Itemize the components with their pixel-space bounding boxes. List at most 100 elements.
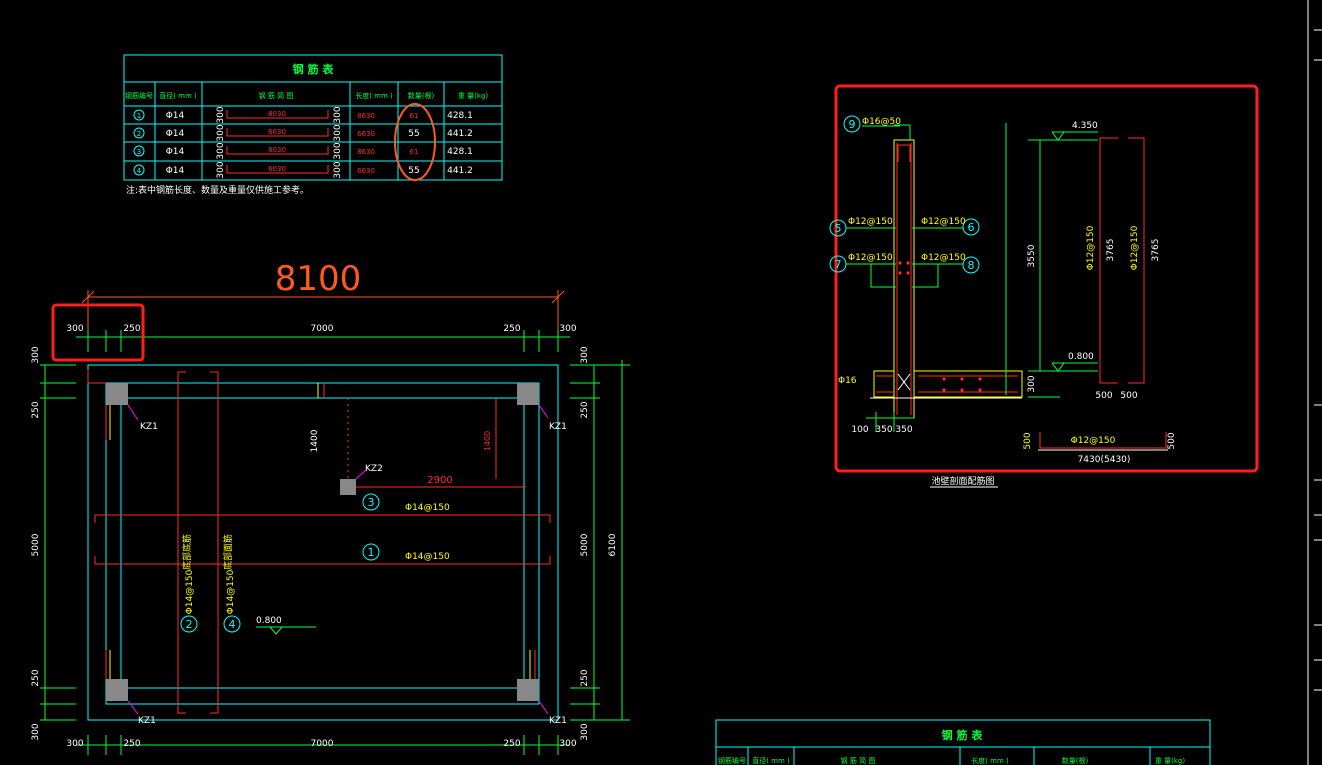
elev-top: 4.350 (1072, 121, 1098, 131)
column-kz1[interactable] (106, 383, 128, 405)
rebar-table-bottom[interactable]: 钢 筋 表 钢筋编号 直径( mm ) 钢 筋 简 图 长度( mm ) 数量(… (715, 719, 1211, 765)
bottom-th-weight: 重 量(kg) (1155, 757, 1185, 765)
wall-section-view[interactable]: 9 Φ16@50 5 Φ12@150 6 Φ12@150 7 Φ12@150 8… (829, 84, 1259, 488)
bottom-dim: 300 (66, 739, 83, 749)
table-row[interactable]: 1 Φ14 300 8030 300 8630 61 428.1 (133, 106, 473, 124)
tank-inner-outline (120, 397, 525, 689)
top-dim: 7000 (311, 324, 334, 334)
bar-no-9-circle[interactable] (843, 115, 861, 133)
section-caption: 池壁剖面配筋图 (931, 475, 994, 487)
bottom-len: 7430(5430) (1078, 455, 1131, 465)
row-left: 300 (216, 106, 226, 123)
row-bar-no: 2 (137, 130, 141, 138)
bar-no-3: 3 (368, 496, 375, 509)
dim-1400-a: 1400 (310, 429, 320, 452)
row-shape: 6030 (268, 165, 286, 173)
table-row[interactable]: 4 Φ14 300 6030 300 6630 55 441.2 (133, 161, 473, 179)
vert-text-1: 底部底筋 (181, 534, 193, 570)
top-table-note: 注:表中钢筋长度、数量及重量仅供施工参考。 (126, 184, 309, 196)
bar-5-label: Φ12@150 (848, 217, 893, 227)
right-dim: 300 (580, 723, 590, 740)
left-dim: 300 (31, 346, 41, 363)
v-len-a: 3765 (1106, 239, 1116, 262)
bar-no-7: 7 (835, 258, 842, 271)
bar-no-3-circle[interactable] (362, 493, 380, 511)
right-dim: 250 (580, 401, 590, 418)
row-right: 300 (333, 142, 343, 159)
bottom-th-count: 数量(根) (1062, 756, 1089, 765)
rebar-4-shape (210, 371, 219, 714)
bar-no-4: 4 (229, 618, 236, 631)
bottom-dim: 7000 (311, 739, 334, 749)
kz1-label: KZ1 (549, 422, 567, 432)
left-dim: 300 (31, 723, 41, 740)
section-bottom-dim: 100 (851, 425, 868, 435)
dim-500: 500 (1095, 391, 1112, 401)
row-left: 300 (216, 142, 226, 159)
dim-300: 300 (1027, 375, 1037, 392)
v-bar-b: Φ12@150 (1130, 225, 1140, 270)
top-dim: 300 (66, 324, 83, 334)
base-slab-outline (913, 370, 1023, 398)
row-count: 61 (410, 148, 419, 156)
row-right: 300 (333, 161, 343, 178)
highlight-box-section (834, 84, 1259, 473)
row-count: 55 (408, 129, 419, 139)
row-right: 300 (333, 106, 343, 123)
row-length: 6630 (357, 167, 375, 175)
dim-2900: 2900 (427, 475, 452, 486)
column-kz1[interactable] (517, 383, 539, 405)
bar-no-8: 8 (968, 259, 975, 272)
right-dim: 5000 (580, 533, 590, 556)
bar-no-2: 2 (186, 618, 193, 631)
bar-6-label: Φ12@150 (921, 217, 966, 227)
rebar-2-shape (177, 371, 186, 714)
section-bottom-dim: 350 (875, 425, 892, 435)
row-dia: Φ14 (166, 111, 185, 121)
row-count: 61 (410, 112, 419, 120)
bar-no-1-circle[interactable] (362, 543, 380, 561)
row-length: 8630 (357, 148, 375, 156)
bar-2-label: Φ14@150 (185, 569, 195, 614)
plan-view[interactable]: 8100 300 250 7000 250 300 300 250 5000 2… (31, 259, 630, 755)
column-kz2[interactable] (340, 479, 356, 495)
bar-no-6-circle[interactable] (962, 218, 980, 236)
top-th-shape: 钢 筋 简 图 (259, 91, 294, 100)
row-count: 55 (408, 166, 419, 176)
kz1-label: KZ1 (549, 716, 567, 726)
column-kz1[interactable] (517, 679, 539, 701)
bottom-dim: 250 (503, 739, 520, 749)
row-weight: 441.2 (447, 129, 473, 139)
vert-text-2: 底部面筋 (222, 534, 234, 570)
right-dim: 300 (580, 346, 590, 363)
column-kz1[interactable] (106, 679, 128, 701)
top-dim: 250 (123, 324, 140, 334)
plan-elevation: 0.800 (256, 616, 282, 626)
bar-no-8-circle[interactable] (962, 256, 980, 274)
bottom-th-dia: 直径( mm ) (752, 756, 790, 765)
row-shape: 8030 (268, 146, 286, 154)
row-bar-no: 4 (137, 167, 142, 175)
row-bar-no: 3 (137, 148, 141, 156)
row-length: 8630 (357, 112, 375, 120)
bottom-500-l: 500 (1023, 432, 1033, 449)
v-len-b: 3765 (1151, 239, 1161, 262)
bar-no-1: 1 (368, 546, 375, 559)
rebar-table-top[interactable]: 钢 筋 表 钢筋编号 直径( mm ) 钢 筋 简 图 长度( mm ) 数量(… (123, 54, 503, 196)
top-th-count: 数量(根) (408, 91, 435, 100)
right-dim: 250 (580, 669, 590, 686)
bar-4-label: Φ14@150 (226, 569, 236, 614)
bottom-th-length: 长度( mm ) (971, 756, 1009, 765)
right-edge-ruler (1307, 0, 1322, 765)
table-row[interactable]: 3 Φ14 300 8030 300 8630 61 428.1 (133, 142, 473, 160)
table-row[interactable]: 2 Φ14 300 6030 300 6630 55 441.2 (133, 124, 473, 142)
bar-no-2-circle[interactable] (180, 615, 198, 633)
bottom-bar: Φ12@150 (1071, 436, 1116, 446)
bottom-dim: 300 (559, 739, 576, 749)
bar-no-4-circle[interactable] (223, 615, 241, 633)
row-left: 300 (216, 161, 226, 178)
row-bar-no: 1 (137, 112, 141, 120)
top-dim: 300 (559, 324, 576, 334)
elev-bottom: 0.800 (1068, 352, 1094, 362)
